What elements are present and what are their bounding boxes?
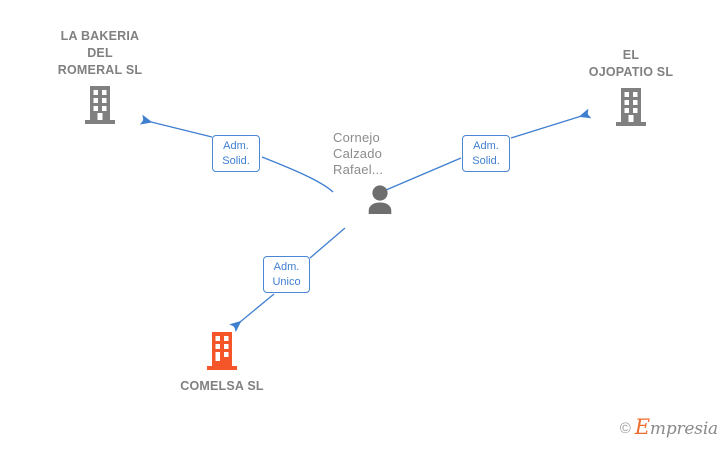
person-icon[interactable] bbox=[295, 182, 465, 218]
edge-person-to-ojopatio bbox=[385, 157, 462, 191]
edge-label-adm-unico-comelsa[interactable]: Adm. Unico bbox=[263, 256, 310, 293]
building-icon[interactable] bbox=[205, 330, 239, 372]
edge-person-to-comelsa bbox=[309, 227, 346, 259]
brand-rest: mpresia bbox=[649, 419, 718, 439]
edge-label-adm-solid-ojopatio[interactable]: Adm. Solid. bbox=[462, 135, 510, 172]
node-el-ojopatio-sl[interactable]: EL OJOPATIO SL bbox=[546, 47, 716, 128]
brand-initial: E bbox=[634, 415, 650, 439]
node-comelsa-sl[interactable]: COMELSA SL bbox=[137, 330, 307, 395]
edge-label-adm-solid-bakeria[interactable]: Adm. Solid. bbox=[212, 135, 260, 172]
node-cornejo-calzado-rafael[interactable]: Cornejo Calzado Rafael... bbox=[295, 130, 465, 218]
building-icon[interactable] bbox=[83, 84, 117, 126]
node-la-bakeria-del-romeral-sl[interactable]: LA BAKERIA DEL ROMERAL SL bbox=[15, 28, 185, 126]
edge-person-to-comelsa-head bbox=[229, 293, 275, 333]
node-label: EL OJOPATIO SL bbox=[588, 48, 674, 79]
copyright-icon: © bbox=[619, 420, 631, 437]
edge-person-to-bakeria bbox=[261, 156, 334, 193]
node-label: COMELSA SL bbox=[180, 379, 264, 393]
brand-name: Empresia bbox=[635, 417, 718, 439]
node-label: Cornejo Calzado Rafael... bbox=[333, 130, 384, 177]
edge-person-to-bakeria-head bbox=[139, 114, 213, 138]
empresia-watermark: © Empresia bbox=[619, 417, 718, 439]
edge-person-to-ojopatio-head bbox=[510, 108, 592, 139]
building-icon[interactable] bbox=[614, 86, 648, 128]
node-label: LA BAKERIA DEL ROMERAL SL bbox=[57, 29, 143, 77]
